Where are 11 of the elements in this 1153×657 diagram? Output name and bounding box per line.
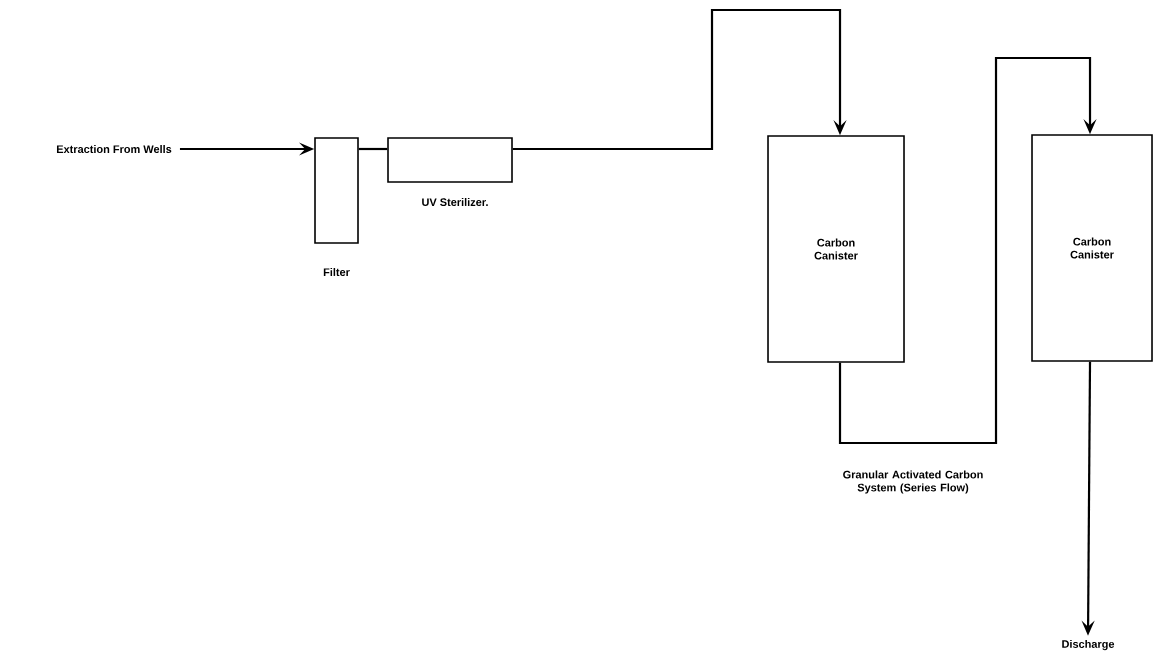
flow-arrow [838, 56, 1097, 445]
node-label: UV Sterilizer. [422, 198, 488, 207]
flow-label: Extraction From Wells [57, 145, 172, 154]
node-label: Filter [323, 268, 350, 277]
flow-arrow [512, 8, 847, 151]
flow-label: Discharge [1062, 639, 1115, 651]
equipment-box [387, 137, 513, 183]
equipment-box [314, 137, 359, 244]
equipment-box: Carbon Canister [1031, 134, 1153, 362]
equipment-box: Carbon Canister [767, 135, 905, 363]
system-label: Granular Activated Carbon System (Series Flow) [843, 470, 983, 494]
